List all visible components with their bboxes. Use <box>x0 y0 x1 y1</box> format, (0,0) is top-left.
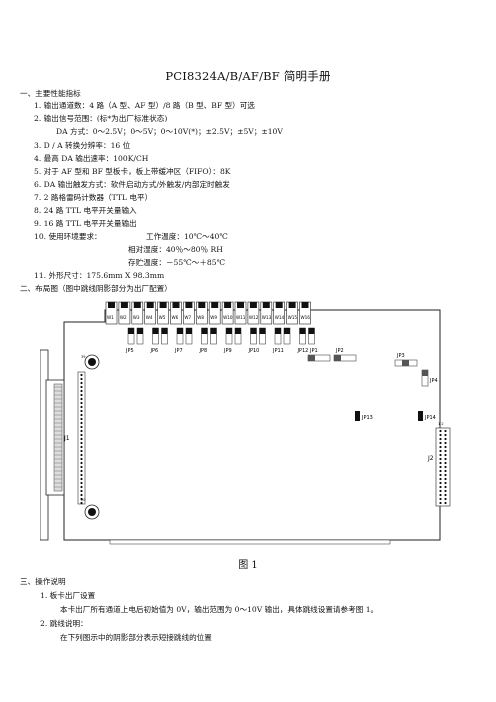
jp1-label: JP1 <box>309 348 318 354</box>
svg-text:JP13: JP13 <box>361 415 373 421</box>
spec-item-6: 6. DA 输出触发方式：软件启动方式/外触发/内部定时触发 <box>34 180 230 189</box>
spec-item-2: 2. 输出信号范围：(标*为出厂标准状态) <box>34 114 168 123</box>
spec-item-11: 11. 外形尺寸：175.6mm X 98.3mm <box>34 271 165 280</box>
jumper-label: W10 <box>223 315 233 320</box>
jumper-label: W12 <box>249 315 259 320</box>
jumper-jp5: JP5 <box>125 327 144 354</box>
jumper-label: W9 <box>210 315 217 320</box>
op-item-1-desc: 本卡出厂所有通道上电后初始值为 0V，输出范围为 0～10V 输出，具体跳线设置… <box>60 605 379 614</box>
jumper-jp7: JP7 <box>174 327 193 354</box>
spec-item-10-humidity: 相对湿度：40％～80％ RH <box>128 245 223 254</box>
jumper-w9: W9 <box>208 301 221 325</box>
jumper-w1: W1 <box>105 301 118 325</box>
jumper-label: JP5 <box>125 348 134 354</box>
jumper-label: W4 <box>146 315 153 320</box>
connector-j2: 1 2 J2 <box>427 422 451 507</box>
jumper-label: W1 <box>107 315 114 320</box>
spec-item-10: 10. 使用环境要求： <box>34 232 102 241</box>
jumper-w5: W5 <box>157 301 169 325</box>
jumper-label: JP9 <box>223 348 232 354</box>
spec-item-10-temp: 工作温度：10℃～40℃ <box>146 232 228 241</box>
jumper-w4: W4 <box>144 301 156 325</box>
jumper-jp9: JP9 <box>223 327 242 354</box>
jumper-w8: W8 <box>196 301 208 325</box>
jumper-label: W6 <box>172 315 179 320</box>
op-item-2: 2. 跳线说明： <box>40 619 88 628</box>
svg-text:JP4: JP4 <box>429 378 438 384</box>
jumper-jp11: JP11 <box>272 327 291 354</box>
jumper-label: W7 <box>184 315 191 320</box>
spec-item-9: 9. 16 路 TTL 电平开关量输出 <box>34 219 137 228</box>
jumper-label: JP7 <box>174 348 183 354</box>
j1-label: J1 <box>63 435 70 442</box>
jumper-label: W2 <box>120 315 127 320</box>
jumper-w3: W3 <box>131 301 144 325</box>
jumper-w13: W13 <box>260 301 273 325</box>
jumper-label: JP11 <box>272 348 284 354</box>
jumper-w12: W12 <box>247 301 260 325</box>
pci-edge <box>109 539 391 545</box>
connector-j1: 39 20 J1 <box>45 354 100 520</box>
spec-item-7: 7. 2 路格雷码计数器（TTL 电平） <box>34 193 153 202</box>
svg-text:20: 20 <box>81 498 85 502</box>
section-heading-operation: 三、操作说明 <box>20 577 66 586</box>
jumper-jp6: JP6 <box>150 327 168 354</box>
svg-text:39: 39 <box>81 355 85 359</box>
jumper-label: W3 <box>133 315 140 320</box>
svg-text:JP3: JP3 <box>396 353 405 359</box>
jumper-w11: W11 <box>234 301 247 325</box>
jumper-label: W11 <box>236 315 246 320</box>
spec-item-1: 1. 输出通道数：4 路（A 型、AF 型）/8 路（B 型、BF 型）可选 <box>34 101 255 110</box>
jumper-w6: W6 <box>170 301 182 325</box>
svg-text:JP14: JP14 <box>424 415 436 421</box>
spec-item-2-da: DA 方式：0～2.5V；0～5V；0～10V(*)；±2.5V；±5V；±10… <box>56 127 283 136</box>
jumper-w2: W2 <box>118 301 131 325</box>
jumper-label: W13 <box>262 315 272 320</box>
op-item-2-desc: 在下列图示中的阴影部分表示短接跳线的位置 <box>60 633 212 642</box>
jumper-label: W16 <box>301 315 311 320</box>
jumper-label: W15 <box>288 315 298 320</box>
jumper-w7: W7 <box>183 301 195 325</box>
spec-item-3: 3. D / A 转换分辨率：16 位 <box>34 141 131 150</box>
jumper-jp1-jp2: JP1 JP2 <box>307 348 357 362</box>
jumper-label: JP12 <box>297 348 309 354</box>
spec-item-10-storage: 存贮温度：－55℃～＋85℃ <box>128 258 226 267</box>
jumper-jp3: JP3 <box>394 353 418 367</box>
jp2-label: JP2 <box>335 348 344 354</box>
jumper-label: JP8 <box>199 348 208 354</box>
jumper-jp4: JP4 <box>421 369 438 387</box>
jumper-jp13-jp14: JP13 JP14 <box>355 411 436 421</box>
jumper-w14: W14 <box>273 301 285 325</box>
jumper-label: JP6 <box>150 348 159 354</box>
board-outline <box>63 309 441 541</box>
jumper-label: W8 <box>197 315 204 320</box>
jumper-jp8: JP8 <box>199 327 217 354</box>
jumper-label: JP10 <box>248 348 260 354</box>
jumper-label: W14 <box>275 315 285 320</box>
jumper-jp10: JP10 <box>248 327 266 354</box>
jumper-jp12: JP12 <box>297 327 315 354</box>
figure-caption: 图 1 <box>238 560 258 571</box>
section-heading-layout: 二、布局图（图中跳线阴影部分为出厂配置） <box>20 284 172 293</box>
page-title: PCI8324A/B/AF/BF 简明手册 <box>165 69 331 83</box>
section-heading-performance: 一、主要性能指标 <box>20 89 81 98</box>
jumper-label: W5 <box>159 315 166 320</box>
jumper-w15: W15 <box>286 301 298 325</box>
op-item-1: 1. 板卡出厂设置 <box>40 591 96 600</box>
svg-text:1 2: 1 2 <box>438 422 444 426</box>
spec-item-8: 8. 24 路 TTL 电平开关量输入 <box>34 206 137 215</box>
j2-label: J2 <box>427 455 434 462</box>
spec-item-4: 4. 最高 DA 输出速率：100K/CH <box>34 154 149 163</box>
jumper-w10: W10 <box>221 301 234 325</box>
spec-item-5: 5. 对于 AF 型和 BF 型板卡，板上带缓冲区（FIFO）：8K <box>34 167 231 176</box>
jumper-w16: W16 <box>299 301 311 325</box>
